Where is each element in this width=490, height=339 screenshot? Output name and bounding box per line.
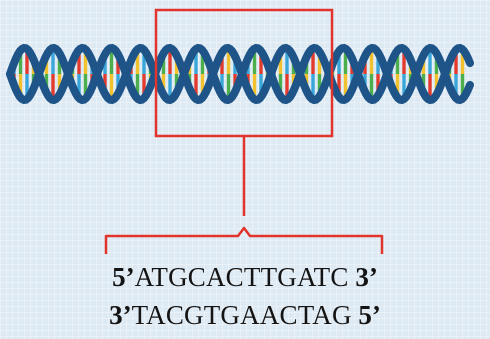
five-prime-label: 5’ — [112, 262, 135, 292]
top-strand-bases: ATGCACTTGATC — [135, 262, 349, 292]
bottom-strand-bases: TACGTGAACTAG — [132, 300, 352, 330]
three-prime-label: 3’ — [355, 262, 378, 292]
sequence-bottom-strand: 3’TACGTGAACTAG 5’ — [0, 300, 490, 331]
three-prime-label: 3’ — [109, 300, 132, 330]
sequence-top-strand: 5’ATGCACTTGATC 3’ — [0, 262, 490, 293]
sequence-bracket — [106, 228, 382, 254]
five-prime-label: 5’ — [358, 300, 381, 330]
